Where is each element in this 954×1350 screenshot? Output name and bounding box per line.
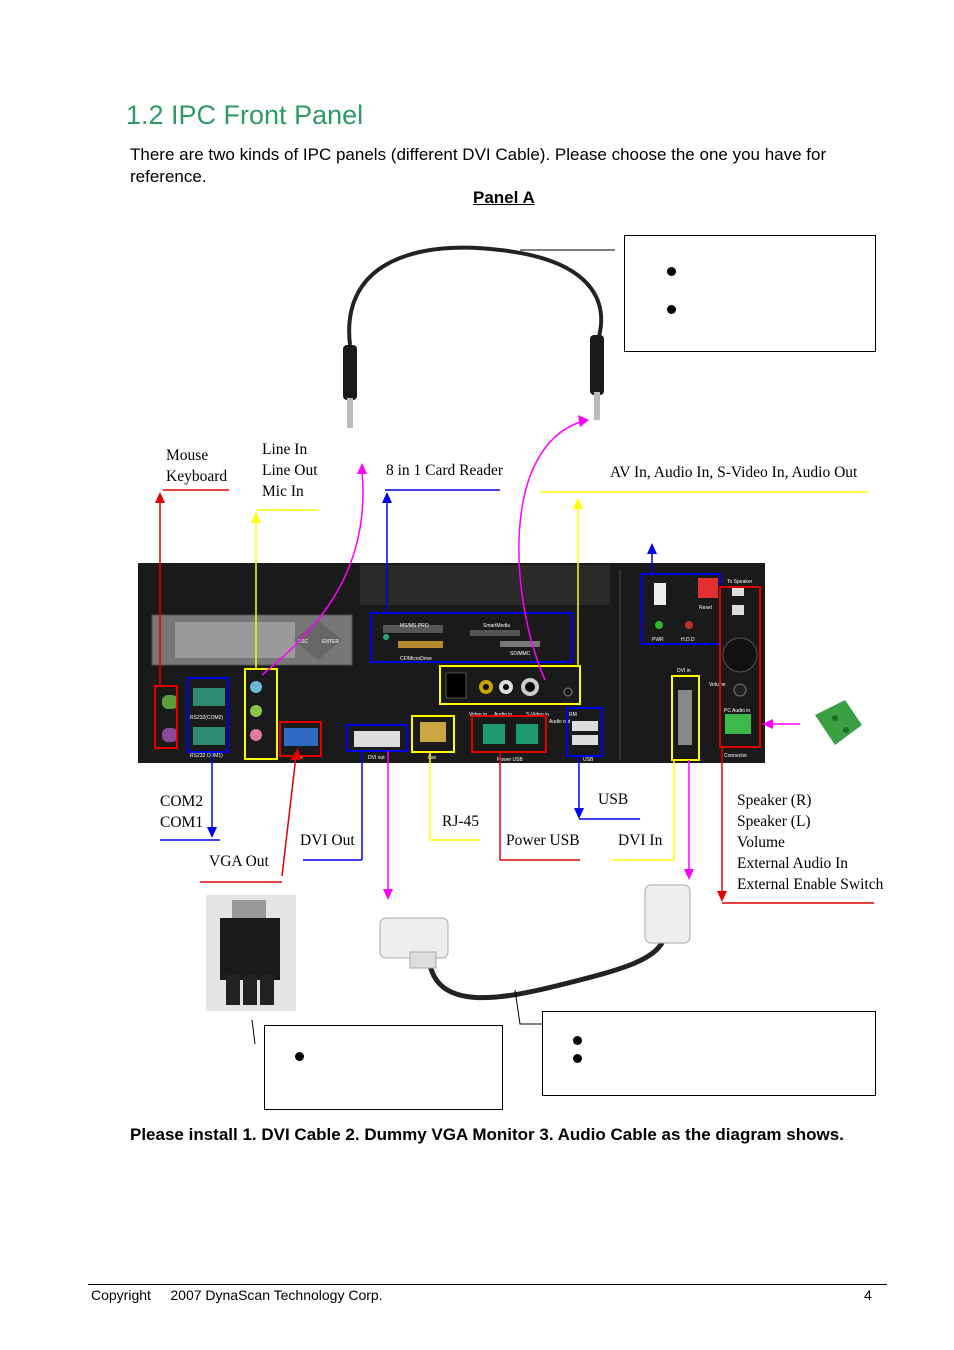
bullet-icon: [295, 1052, 304, 1061]
panel-title: Panel A: [473, 188, 535, 207]
print-cf: CF/MicroDrive: [400, 656, 432, 662]
label-vga-out: VGA Out: [209, 853, 269, 870]
label-ext-audio-in: External Audio In: [737, 855, 849, 872]
vga-plug-illustration: [206, 895, 296, 1045]
page-number: 4: [864, 1287, 872, 1303]
print-connector: Connector: [724, 753, 747, 759]
label-card-reader: 8 in 1 Card Reader: [386, 462, 504, 479]
label-speaker-l: Speaker (L): [737, 813, 811, 830]
label-com1: COM1: [160, 814, 204, 831]
terminal-block-illustration: [815, 700, 862, 745]
dvi-info-box: [542, 1011, 876, 1096]
print-smartmedia: SmartMedia: [483, 623, 510, 629]
audio-cable-info-box: [624, 235, 876, 352]
label-usb: USB: [598, 791, 629, 808]
label-mic-in: Mic In: [262, 483, 304, 500]
bullet-icon: [573, 1036, 582, 1045]
print-ms-pro: MS/MS PRO: [400, 623, 429, 629]
ipc-chassis: MS/MS PRO SmartMedia CF/MicroDrive SD/MM…: [138, 563, 765, 763]
bullet-icon: [667, 267, 676, 276]
label-keyboard: Keyboard: [166, 468, 228, 485]
dvi-cable-illustration: [379, 884, 691, 1025]
print-dvi-out: DVI out: [368, 755, 385, 761]
print-power-usb: Power USB: [497, 757, 524, 763]
bullet-icon: [573, 1054, 582, 1063]
print-volume: Volume: [709, 682, 726, 688]
print-sdmmc: SD/MMC: [510, 651, 531, 657]
bullet-icon: [667, 305, 676, 314]
install-note: Please install 1. DVI Cable 2. Dummy VGA…: [130, 1125, 844, 1144]
print-audio-out: Audio out: [549, 719, 571, 725]
intro-paragraph: There are two kinds of IPC panels (diffe…: [130, 145, 827, 186]
section-heading: 1.2 IPC Front Panel: [126, 100, 364, 130]
print-esc: ESC: [298, 639, 309, 645]
label-mouse: Mouse: [166, 447, 209, 464]
print-pwr: PWR: [652, 637, 664, 643]
print-rs232-com1: RS232 COM1): [190, 753, 223, 759]
print-rm: RM: [569, 712, 577, 718]
print-rs232-com2: RS232(COM2): [190, 715, 223, 721]
label-rj45: RJ-45: [442, 813, 480, 830]
label-av-in: AV In, Audio In, S-Video In, Audio Out: [610, 464, 858, 481]
label-power-usb: Power USB: [506, 832, 580, 849]
audio-cable-illustration: [343, 245, 615, 428]
print-dvi-in: DVI in: [677, 668, 691, 674]
print-enter: ENTER: [322, 639, 339, 645]
label-line-out: Line Out: [262, 462, 318, 479]
label-line-in: Line In: [262, 441, 308, 458]
print-to-speaker: To Speaker: [727, 579, 753, 585]
label-ext-enable: External Enable Switch: [737, 876, 884, 893]
label-dvi-in: DVI In: [618, 832, 663, 849]
vga-info-box: [264, 1025, 503, 1110]
print-reset: Reset: [699, 605, 713, 611]
print-pc-audio-in: PC Audio in: [724, 708, 750, 714]
label-com2: COM2: [160, 793, 204, 810]
print-hdd: H.D.D: [681, 637, 695, 643]
label-volume: Volume: [737, 834, 785, 851]
label-dvi-out: DVI Out: [300, 832, 355, 849]
print-usb: USB: [583, 757, 594, 763]
footer-copyright: Copyright 2007 DynaScan Technology Corp.: [91, 1287, 383, 1303]
print-lan: Lan: [428, 755, 437, 761]
label-speaker-r: Speaker (R): [737, 792, 812, 809]
footer-divider: [88, 1284, 887, 1285]
